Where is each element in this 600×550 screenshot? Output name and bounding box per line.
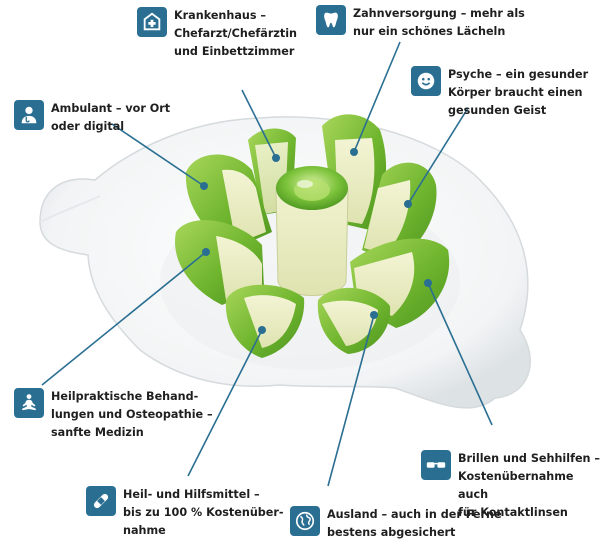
apple-slice	[222, 169, 266, 244]
tooth-icon	[316, 5, 346, 35]
callout-label: Brillen und Sehhilfen – Kostenübernahme …	[458, 452, 600, 519]
glasses-icon	[421, 450, 451, 480]
callout-label: Heilpraktische Behand- lungen und Osteop…	[51, 390, 213, 439]
callout-zahn: Zahnversorgung – mehr als nur ein schöne…	[316, 5, 525, 41]
leader-dot	[404, 200, 412, 208]
leader-dot	[370, 311, 378, 319]
hospital-icon	[137, 7, 167, 37]
callout-label: Krankenhaus – Chefarzt/Chefärztin und Ei…	[174, 9, 297, 58]
apple-slice	[216, 236, 262, 300]
apple-slice	[364, 180, 411, 254]
callout-brillen: Brillen und Sehhilfen – Kostenübernahme …	[421, 450, 600, 522]
callout-label: Ausland – auch in der Ferne bestens abge…	[327, 508, 502, 539]
leader-dot	[350, 148, 358, 156]
leader-line	[353, 41, 401, 153]
callout-krankenhaus: Krankenhaus – Chefarzt/Chefärztin und Ei…	[137, 7, 297, 61]
leader-line	[41, 251, 207, 386]
callout-label: Psyche – ein gesunder Körper braucht ein…	[448, 68, 589, 117]
apple-slices	[175, 114, 450, 358]
leader-line	[187, 329, 263, 477]
callout-psyche: Psyche – ein gesunder Körper braucht ein…	[411, 66, 588, 120]
leader-dot	[200, 182, 208, 190]
leader-dot	[424, 279, 432, 287]
callout-ausland: Ausland – auch in der Ferne bestens abge…	[290, 506, 502, 542]
smiley-icon	[411, 66, 441, 96]
apple-slice	[244, 295, 296, 348]
doctor-icon	[14, 100, 44, 130]
callout-label: Heil- und Hilfsmittel – bis zu 100 % Kos…	[123, 488, 284, 537]
globe-icon	[290, 506, 320, 536]
bandage-icon	[86, 486, 116, 516]
leader-dot	[258, 326, 266, 334]
leader-dot	[272, 154, 280, 162]
leader-line	[111, 123, 205, 187]
callout-label: Ambulant – vor Ort oder digital	[51, 102, 171, 133]
leader-line	[427, 282, 493, 426]
callout-label: Zahnversorgung – mehr als nur ein schöne…	[353, 7, 525, 38]
leader-lines	[41, 41, 493, 487]
callout-heilmittel: Heil- und Hilfsmittel – bis zu 100 % Kos…	[86, 486, 284, 540]
callout-ambulant: Ambulant – vor Ort oder digital	[14, 100, 170, 136]
leader-line	[241, 89, 277, 159]
leader-line	[407, 107, 469, 205]
callout-heilpraktiker: Heilpraktische Behand- lungen und Osteop…	[14, 388, 213, 442]
apple-slice	[322, 300, 378, 346]
leader-dot	[202, 248, 210, 256]
meditation-icon	[14, 388, 44, 418]
leader-line	[327, 314, 375, 487]
